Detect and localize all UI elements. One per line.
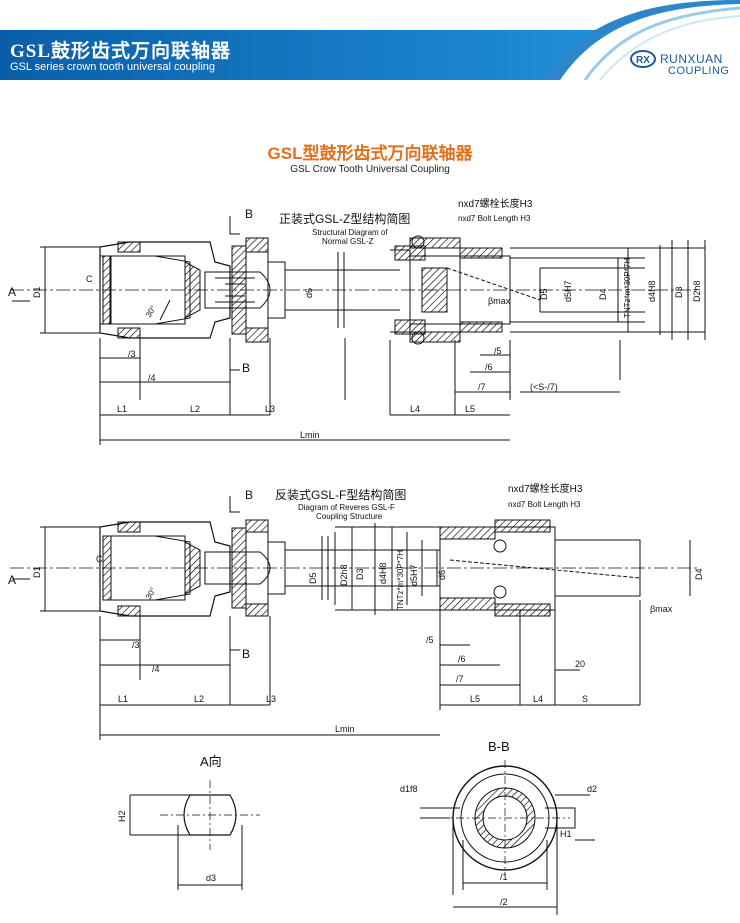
view-bb-l1: /1	[500, 872, 508, 882]
diagram-f-bolt-cn: nxd7螺栓长度H3	[508, 482, 583, 495]
f-label-L2: L2	[194, 694, 204, 704]
brand-subname: COUPLING	[668, 65, 730, 77]
z-label-d2h8: D2h8	[692, 280, 702, 302]
z-label-d3: D3	[674, 286, 684, 298]
z-label-b-top: B	[245, 207, 253, 221]
f-label-l3: /3	[132, 640, 140, 650]
f-label-d4h8: d4H8	[378, 562, 388, 584]
brand-name: RUNXUAN	[660, 52, 723, 66]
f-label-tnt: TNTz*m*30P*7H	[396, 550, 405, 610]
z-label-c: C	[86, 274, 93, 284]
diagram-z-bolt-cn: nxd7螺栓长度H3	[458, 197, 533, 210]
z-label-d6: d6	[304, 288, 314, 298]
f-label-l4: /4	[152, 664, 160, 674]
diagram-z-title-en2: Normal GSL-Z	[322, 237, 374, 246]
header-subtitle: GSL series crown tooth universal couplin…	[10, 61, 216, 73]
f-label-d6: d6	[437, 570, 447, 580]
brand-block: RX RUNXUAN COUPLING	[630, 50, 738, 78]
view-bb-d1f8: d1f8	[400, 784, 418, 794]
f-label-L5: L5	[470, 694, 480, 704]
z-label-d5: D5	[539, 288, 549, 300]
z-label-d5h7: d5H7	[563, 280, 573, 302]
f-label-L4: L4	[533, 694, 543, 704]
view-a-h2: H2	[117, 810, 127, 822]
f-label-b-top: B	[245, 488, 253, 502]
f-label-l7: /7	[456, 674, 464, 684]
page-header: GSL鼓形齿式万向联轴器 GSL series crown tooth univ…	[0, 0, 740, 80]
view-a-drawing	[129, 780, 260, 890]
brand-logo-icon: RX	[630, 50, 656, 68]
z-label-tnt: TNTz*m*30P*7H	[623, 258, 632, 318]
diagram-gsl-f	[10, 496, 700, 740]
diagram-z-bolt-en: nxd7 Bolt Length H3	[458, 214, 531, 223]
z-label-L4: L4	[410, 404, 420, 414]
f-label-d5h7: d5H7	[409, 564, 419, 586]
z-label-b-bot: B	[242, 361, 250, 375]
brand-logo-text: RX	[636, 55, 650, 66]
z-label-lmin: Lmin	[300, 430, 320, 440]
f-label-d1: D1	[32, 566, 42, 578]
z-label-l3: /3	[128, 349, 136, 359]
diagram-gsl-z	[10, 216, 706, 445]
f-label-lmin: Lmin	[335, 724, 355, 734]
view-bb-h1: H1	[560, 829, 572, 839]
z-label-angle: 30°	[144, 304, 158, 319]
view-bb-drawing	[420, 760, 595, 915]
diagram-f-title-en2: Coupling Structure	[316, 512, 383, 521]
f-label-angle: 30°	[144, 586, 158, 601]
f-label-d3: D3	[355, 568, 365, 580]
view-bb-title: B-B	[488, 739, 510, 754]
z-label-d1: D1	[32, 286, 42, 298]
view-bb-l2: /2	[500, 897, 508, 907]
f-label-d5: D5	[308, 572, 318, 584]
view-a-d3: d3	[206, 873, 216, 883]
z-label-d4: D4	[598, 288, 608, 300]
diagram-f-bolt-en: nxd7 Bolt Length H3	[508, 500, 581, 509]
z-label-l6: /6	[485, 362, 493, 372]
page-subtitle: GSL Crow Tooth Universal Coupling	[290, 164, 450, 175]
diagram-f-title-en1: Diagram of Reveres GSL-F	[298, 503, 395, 512]
page-title: GSL型鼓形齿式万向联轴器	[267, 144, 473, 163]
f-label-b-bot: B	[242, 647, 250, 661]
diagram-z-title-cn: 正装式GSL-Z型结构简图	[279, 211, 410, 226]
z-label-L2: L2	[190, 404, 200, 414]
z-label-d4h8: d4H8	[647, 280, 657, 302]
diagram-z-title-en1: Structural Diagram of	[312, 228, 388, 237]
f-label-a: A	[8, 573, 16, 587]
z-label-l7: /7	[478, 382, 486, 392]
f-label-d4: D4	[694, 568, 704, 580]
view-a-title: A向	[200, 754, 222, 769]
z-label-L5: L5	[465, 404, 475, 414]
diagram-f-title-cn: 反装式GSL-F型结构简图	[275, 487, 406, 502]
view-bb-d2: d2	[587, 784, 597, 794]
f-label-20: 20	[575, 659, 585, 669]
z-label-a: A	[8, 285, 16, 299]
f-label-l5: /5	[426, 635, 434, 645]
header-title: GSL鼓形齿式万向联轴器	[10, 41, 232, 62]
f-label-beta: βmax	[650, 604, 673, 614]
z-label-s7: (<S-/7)	[530, 382, 558, 392]
f-label-l6: /6	[458, 654, 466, 664]
f-label-s: S	[582, 694, 588, 704]
technical-drawing: 正装式GSL-Z型结构简图 Structural Diagram of Norm…	[8, 197, 706, 915]
z-label-l5: /5	[494, 346, 502, 356]
z-label-beta: βmax	[488, 296, 511, 306]
header-banner-graphic	[0, 0, 740, 80]
f-label-L3: L3	[266, 694, 276, 704]
f-label-L1: L1	[118, 694, 128, 704]
z-label-L1: L1	[117, 404, 127, 414]
f-label-c: C	[96, 554, 103, 564]
z-label-L3: L3	[265, 404, 275, 414]
z-label-l4: /4	[148, 373, 156, 383]
f-label-d2h8: D2h8	[339, 564, 349, 586]
